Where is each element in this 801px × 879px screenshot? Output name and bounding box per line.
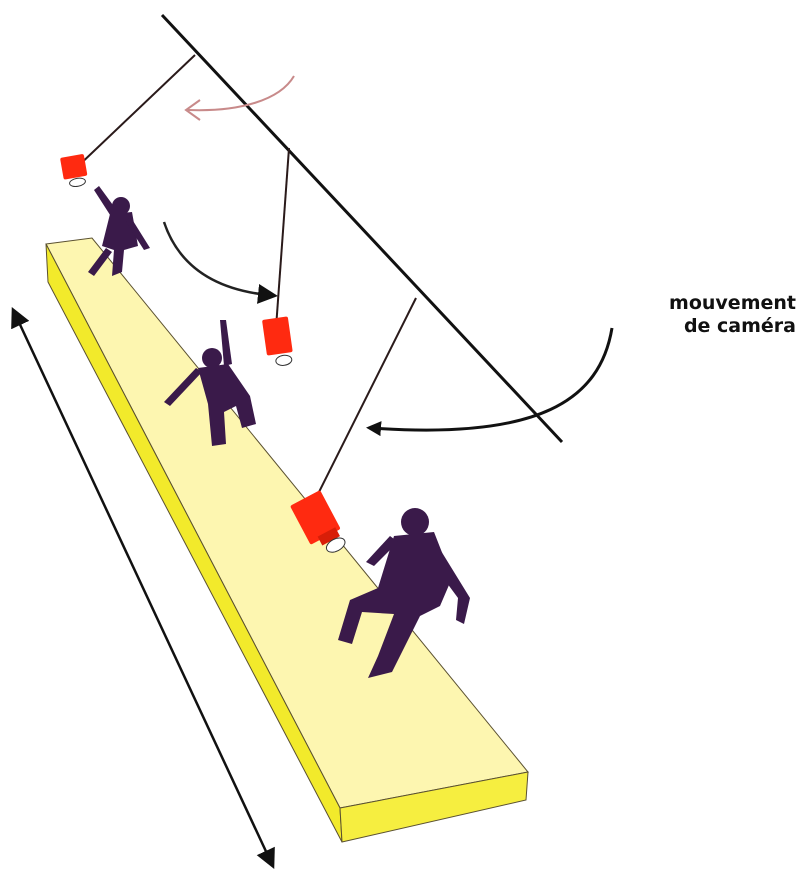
caption-line-1: mouvement <box>596 292 796 315</box>
rotation-arrow <box>188 76 294 110</box>
camera-icon <box>262 316 294 367</box>
camera-arm-1 <box>74 55 195 170</box>
annotation-arrow <box>372 328 612 430</box>
person-jumping-icon <box>88 186 150 276</box>
camera-arm-2 <box>276 148 289 328</box>
camera-arm-3 <box>308 298 416 514</box>
camera-movement-caption: mouvement de caméra <box>596 292 796 338</box>
motion-arrow <box>164 222 268 295</box>
caption-line-2: de caméra <box>596 315 796 338</box>
